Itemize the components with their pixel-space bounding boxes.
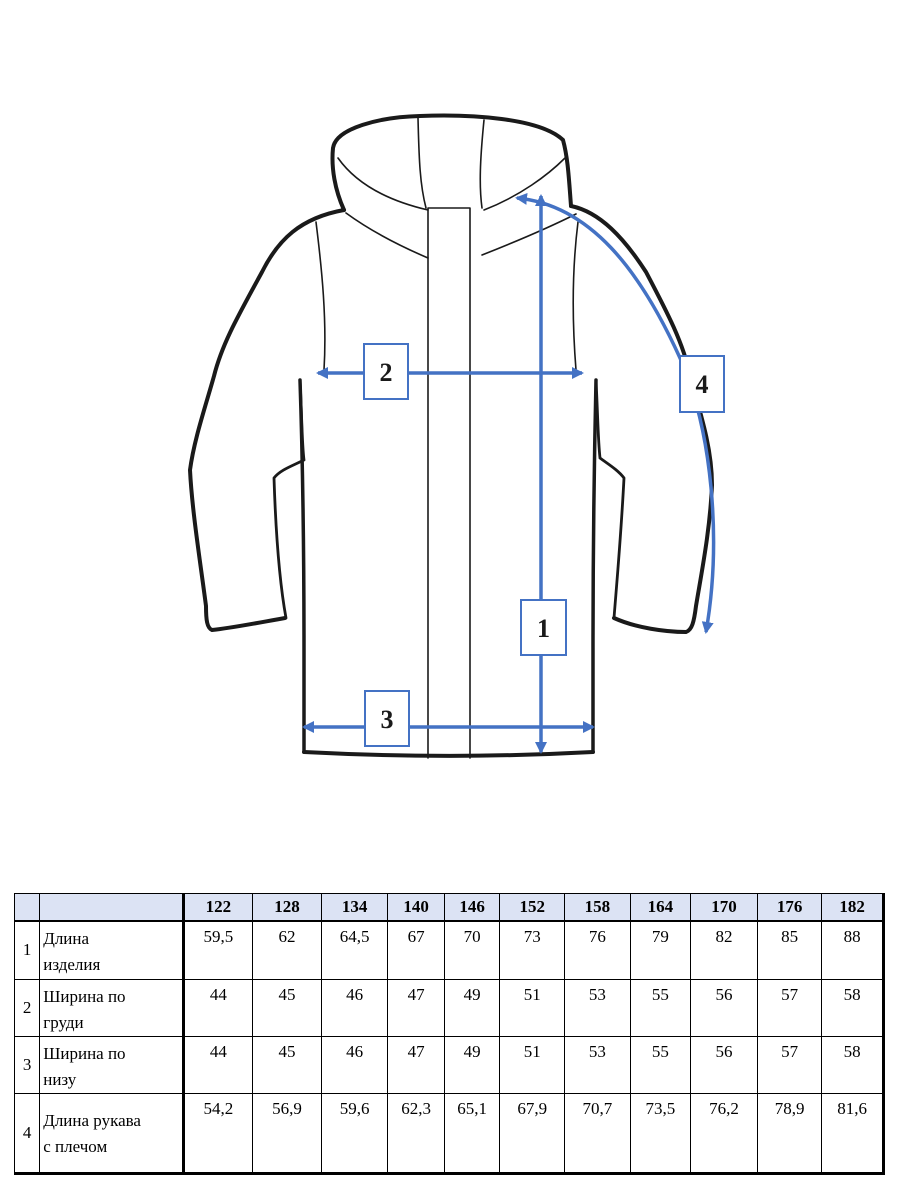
- size-header: 152: [499, 893, 566, 922]
- label-box-2: 2: [363, 343, 409, 400]
- table-cell: 45: [252, 1035, 322, 1094]
- table-cell: 76,2: [690, 1092, 758, 1175]
- table-cell: 54,2: [182, 1092, 254, 1175]
- jacket-measurement-diagram: 1 2 3 4: [188, 113, 725, 759]
- table-cell: 51: [499, 978, 566, 1037]
- table-cell: 57: [756, 1035, 823, 1094]
- left-armhole-seam: [315, 221, 326, 371]
- table-cell: 57: [756, 978, 823, 1037]
- table-cell: 46: [320, 1035, 389, 1094]
- size-header: 128: [252, 893, 322, 922]
- label-box-1: 1: [520, 599, 567, 656]
- size-chart-table: 122 128 134 140 146 152 158 164 170 176 …: [13, 893, 885, 1175]
- table-cell: 56,9: [252, 1092, 322, 1175]
- table-cell: 58: [821, 1035, 885, 1094]
- jacket-outline: [188, 113, 714, 759]
- table-cell: 76: [564, 920, 631, 980]
- table-cell: 44: [182, 1035, 254, 1094]
- zip-placket: [427, 207, 471, 759]
- table-cell: 49: [443, 1035, 501, 1094]
- table-cell: 55: [629, 978, 692, 1037]
- table-cell: 59,6: [320, 1092, 389, 1175]
- svg-text:1: 1: [537, 614, 550, 643]
- size-header: 146: [443, 893, 501, 922]
- hood-seam-right: [479, 119, 485, 209]
- table-cell: 85: [756, 920, 823, 980]
- label-box-3: 3: [364, 690, 410, 747]
- table-cell: 55: [629, 1035, 692, 1094]
- measurement-labels: 1 2 3 4: [363, 343, 725, 747]
- label-box-4: 4: [679, 355, 725, 413]
- table-cell: 47: [387, 978, 445, 1037]
- size-header: 164: [629, 893, 692, 922]
- body-right-side: [591, 378, 598, 754]
- table-cell: 70: [443, 920, 501, 980]
- header-corner-num: [13, 893, 41, 922]
- header-corner-name: [39, 893, 185, 922]
- size-header-row: 122 128 134 140 146 152 158 164 170 176 …: [13, 893, 885, 922]
- right-sleeve-inner: [594, 378, 626, 620]
- hood-face-opening: [337, 157, 566, 211]
- table-cell: 67,9: [499, 1092, 566, 1175]
- table-cell: 81,6: [821, 1092, 885, 1175]
- table-cell: 73: [499, 920, 566, 980]
- table-cell: 53: [564, 978, 631, 1037]
- size-header: 176: [756, 893, 823, 922]
- table-cell: 62,3: [387, 1092, 445, 1175]
- table-cell: 59,5: [182, 920, 254, 980]
- svg-text:3: 3: [381, 705, 394, 734]
- table-cell: 56: [690, 978, 758, 1037]
- hood-seam-left: [417, 117, 427, 209]
- row-number: 1: [13, 920, 41, 980]
- row-number: 3: [13, 1035, 41, 1094]
- body-hem: [302, 750, 595, 758]
- table-cell: 53: [564, 1035, 631, 1094]
- table-cell: 51: [499, 1035, 566, 1094]
- sleeve-arrow: [515, 192, 716, 634]
- table-cell: 47: [387, 1035, 445, 1094]
- table-cell: 70,7: [564, 1092, 631, 1175]
- size-header: 182: [821, 893, 885, 922]
- size-header: 170: [690, 893, 758, 922]
- table-cell: 56: [690, 1035, 758, 1094]
- table-cell: 73,5: [629, 1092, 692, 1175]
- table-cell: 82: [690, 920, 758, 980]
- table-cell: 79: [629, 920, 692, 980]
- size-header: 134: [320, 893, 389, 922]
- right-armhole-seam: [572, 221, 579, 371]
- table-cell: 58: [821, 978, 885, 1037]
- table-cell: 78,9: [756, 1092, 823, 1175]
- table-cell: 46: [320, 978, 389, 1037]
- table-cell: 64,5: [320, 920, 389, 980]
- svg-text:4: 4: [696, 370, 709, 399]
- table-cell: 65,1: [443, 1092, 501, 1175]
- table-cell: 49: [443, 978, 501, 1037]
- size-header: 140: [387, 893, 445, 922]
- table-cell: 67: [387, 920, 445, 980]
- size-header: 122: [182, 893, 254, 922]
- hood: [330, 113, 573, 212]
- svg-text:2: 2: [380, 358, 393, 387]
- table-cell: 88: [821, 920, 885, 980]
- size-header: 158: [564, 893, 631, 922]
- row-number: 2: [13, 978, 41, 1037]
- left-sleeve-outer: [188, 208, 346, 632]
- body-left-side: [298, 378, 306, 754]
- table-cell: 45: [252, 978, 322, 1037]
- table-cell: 62: [252, 920, 322, 980]
- row-number: 4: [13, 1092, 41, 1175]
- table-cell: 44: [182, 978, 254, 1037]
